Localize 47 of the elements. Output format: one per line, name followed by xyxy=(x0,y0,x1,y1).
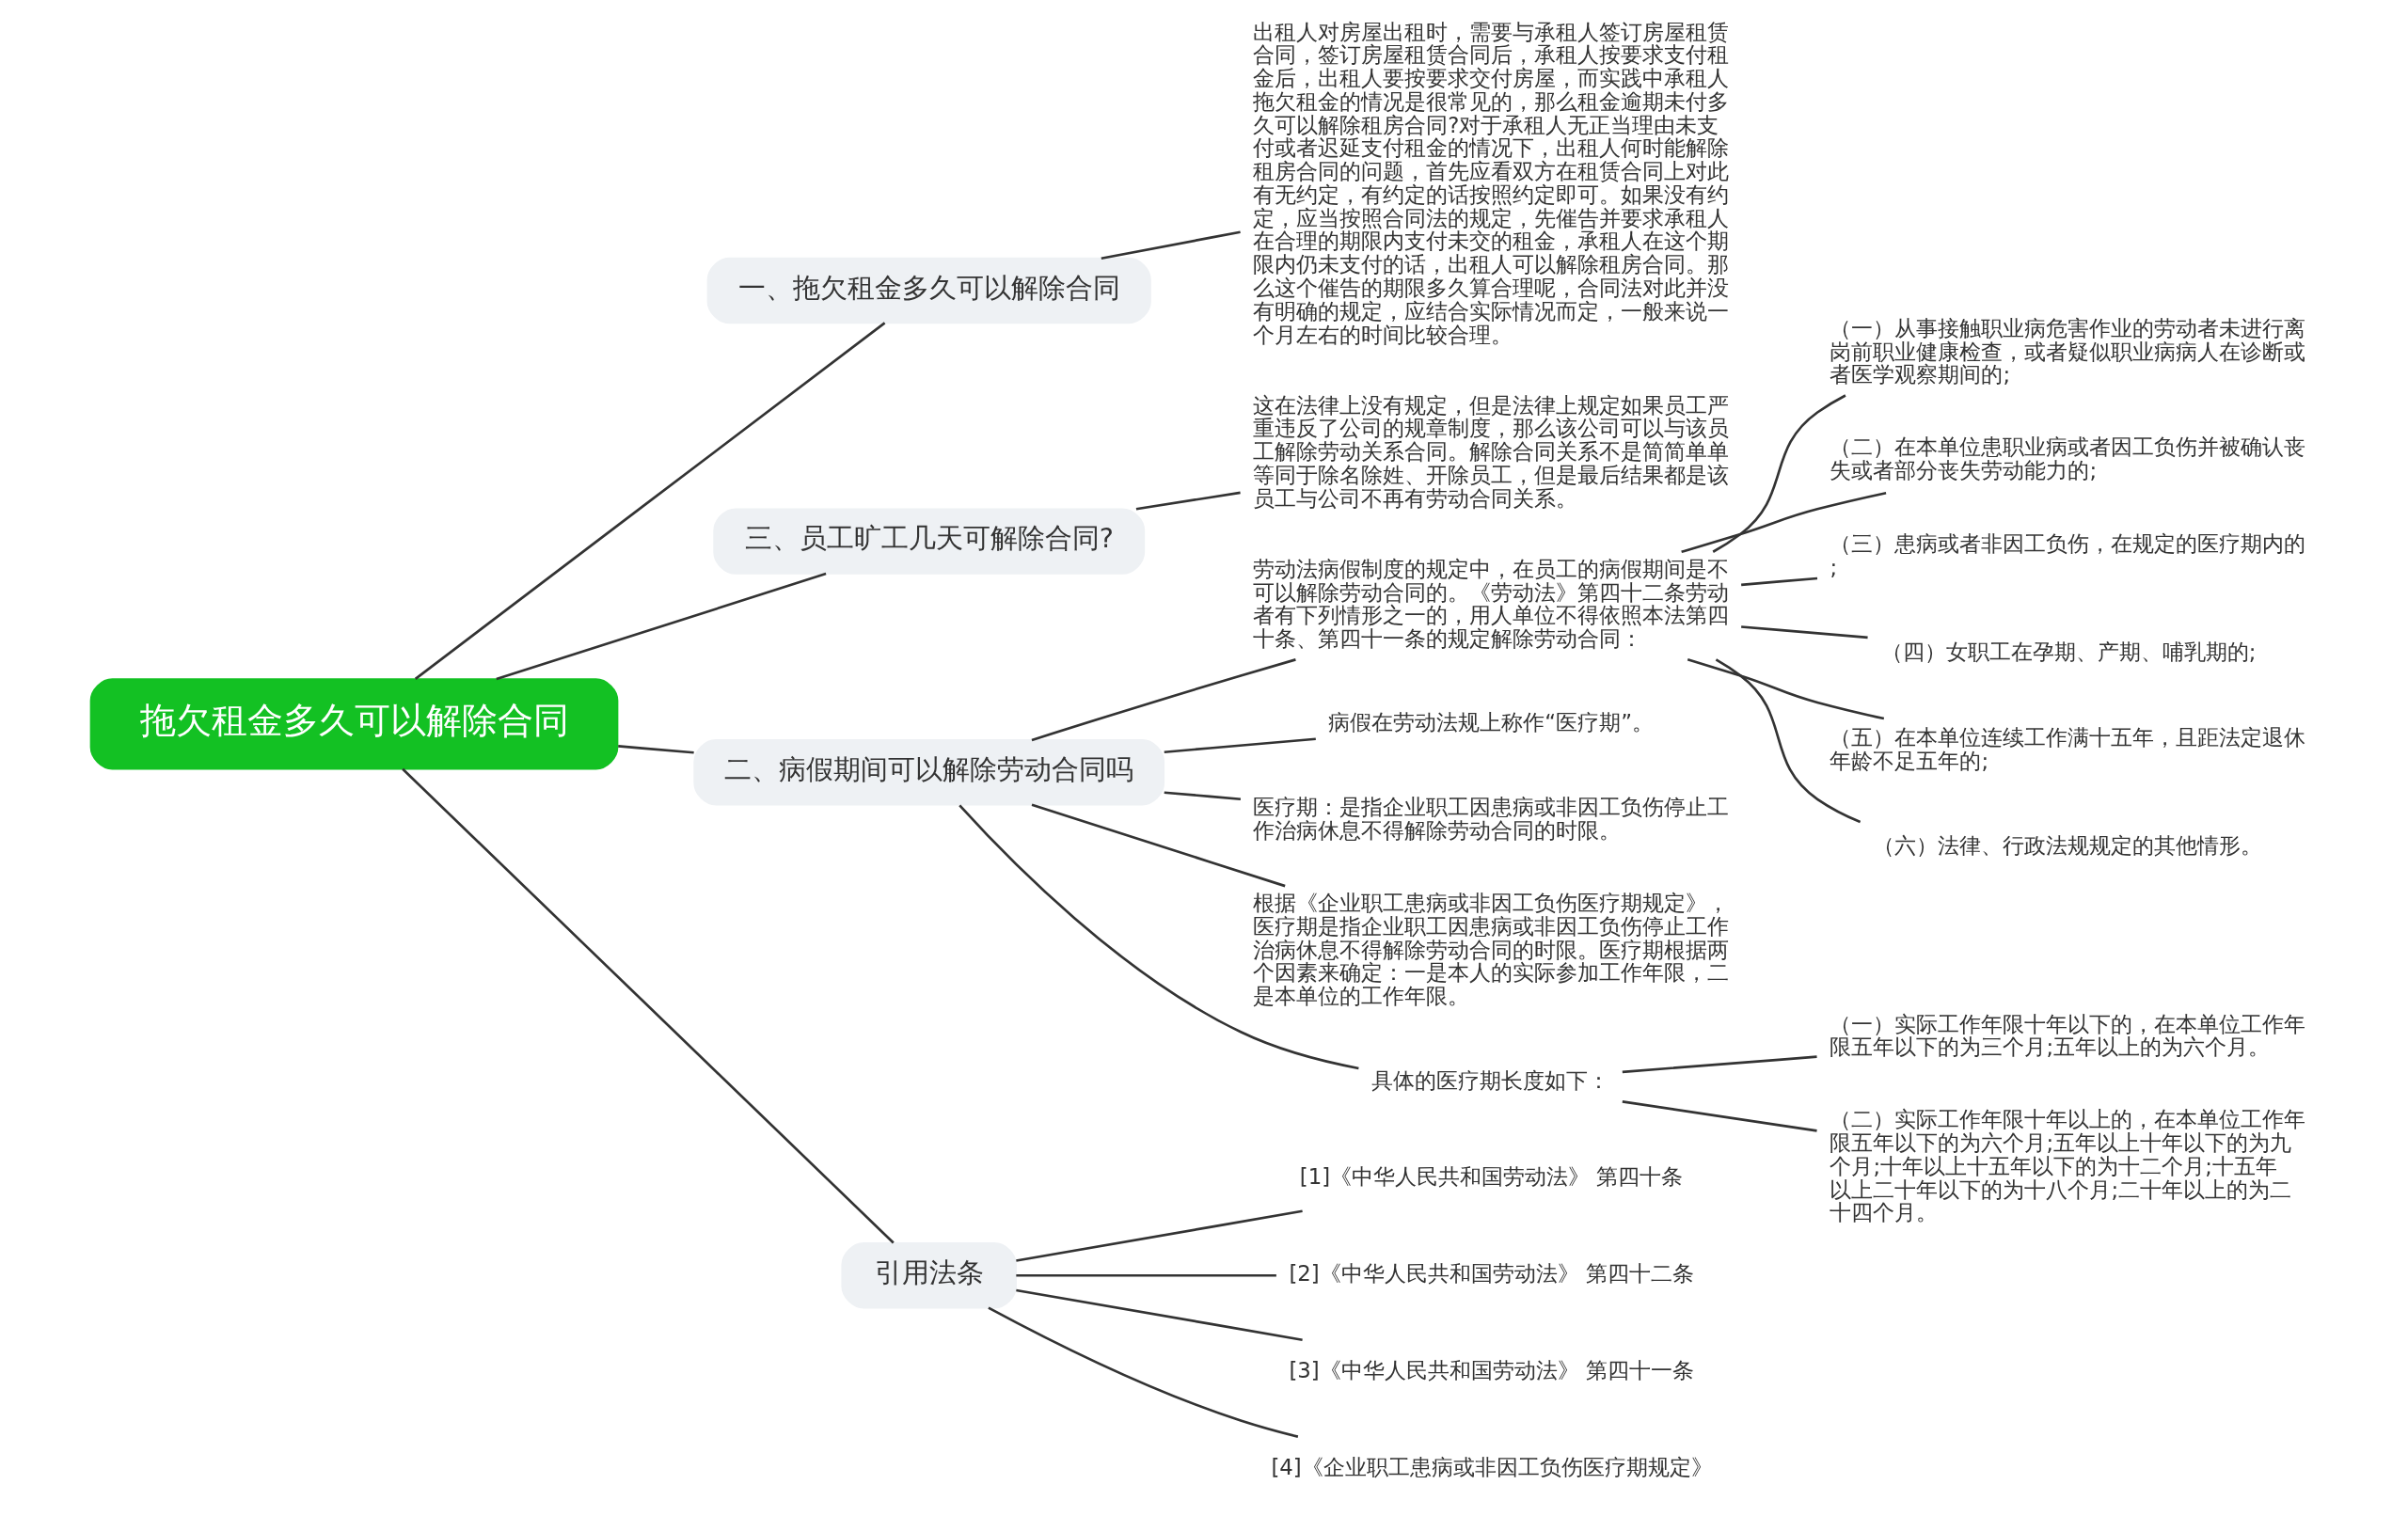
connector xyxy=(1031,658,1296,742)
node-box: 一、拖欠租金多久可以解除合同 xyxy=(706,257,1151,324)
node-text: 这在法律上没有规定，但是法律上规定如果员工严重违反了公司的规章制度，那么该公司可以与该员工解除劳动关系合同。解除合同关系不是简简单单等同于除名除姓、开除员工，但是最后结果都是该员工与公司不再有劳动合同关系。 xyxy=(1253,392,1730,511)
node-text: （四）女职工在孕期、产期、哺乳期的; xyxy=(1880,640,2257,665)
node-text: （一）实际工作年限十年以下的，在本单位工作年限五年以下的为三个月;五年以上的为六个月。 xyxy=(1830,1011,2306,1060)
node-text: 具体的医疗期长度如下： xyxy=(1371,1067,1610,1093)
node-text: （二）实际工作年限十年以上的，在本单位工作年限五年以下的为六个月;五年以上十年以下的为九个月;十年以上十五年以下的为十二个月;十五年以上二十年以下的为十八个月;二十年以上的为二十四个月。 xyxy=(1830,1107,2306,1225)
connector xyxy=(1016,1209,1303,1262)
connector xyxy=(958,804,1359,1070)
connector xyxy=(618,745,694,754)
connector xyxy=(1101,230,1241,261)
connector xyxy=(414,322,886,680)
node-text: （六）法律、行政法规规定的其他情形。 xyxy=(1873,833,2263,859)
connector xyxy=(402,767,895,1244)
node-text: （五）在本单位连续工作满十五年，且距法定退休年龄不足五年的; xyxy=(1830,724,2306,773)
connector xyxy=(1016,1288,1303,1342)
node-box: 三、员工旷工几天可解除合同? xyxy=(713,508,1146,575)
node-text: 劳动法病假制度的规定中，在员工的病假期间是不可以解除劳动合同的。《劳动法》第四十二条劳动者有下列情形之一的，用人单位不得依照本法第四十条、第四十一条的规定解除劳动合同： xyxy=(1253,556,1730,652)
node-text: [1]《中华人民共和国劳动法》 第四十条 xyxy=(1299,1164,1684,1190)
node-box: 二、病假期间可以解除劳动合同吗 xyxy=(693,739,1165,806)
connector xyxy=(496,572,827,681)
node-text: （二）在本单位患职业病或者因工负伤并被确认丧失或者部分丧失劳动能力的; xyxy=(1830,434,2306,483)
node-text: 医疗期：是指企业职工因患病或非因工负伤停止工作治病休息不得解除劳动合同的时限。 xyxy=(1253,795,1730,843)
node-box: 拖欠租金多久可以解除合同 xyxy=(89,678,619,770)
connector xyxy=(1622,1055,1817,1074)
connector xyxy=(1016,1273,1276,1277)
node-text: [2]《中华人民共和国劳动法》 第四十二条 xyxy=(1289,1261,1695,1287)
node-text: 根据《企业职工患病或非因工负伤医疗期规定》，医疗期是指企业职工因患病或非因工负伤停止工作治病休息不得解除劳动合同的时限。医疗期根据两个因素来确定：一是本人的实际参加工作年限，二是本单位的工作年限。 xyxy=(1253,891,1730,1009)
connector xyxy=(1135,491,1241,511)
connector xyxy=(1681,491,1887,554)
node-text: 出租人对房屋出租时，需要与承租人签订房屋租赁合同，签订房屋租赁合同后，承租人按要求支付租金后，出租人要按要求交付房屋，而实践中承租人拖欠租金的情况是很常见的，那么租金逾期未付多久可以解除租房合同?对于承租人无正当理由未支付或者迟延支付租金的情况下，出租人何时能解除租房合同的问题，首先应看双方在租赁合同上对此有无约定，有约定的话按照约定即可。如果没有约定，应当按照合同法的规定，先催告并要求承租人在合理的期限内支付未交的租金，承租人在这个期限内仍未支付的话，出租人可以解除租房合同。那么这个催告的期限多久算合理呢，合同法对此并没有明确的规定，应结合实际情况而定，一般来说一个月左右的时间比较合理。 xyxy=(1253,19,1730,347)
node-text: [4]《企业职工患病或非因工负伤医疗期规定》 xyxy=(1271,1454,1713,1479)
connector xyxy=(1164,791,1242,801)
connector xyxy=(1164,737,1316,754)
connector xyxy=(1715,658,1861,824)
connector xyxy=(1031,803,1286,888)
connector xyxy=(1622,1100,1817,1132)
connector xyxy=(1712,394,1846,553)
connector xyxy=(988,1306,1299,1438)
connector xyxy=(1741,576,1818,587)
node-text: （三）患病或者非因工负伤，在规定的医疗期内的; xyxy=(1830,531,2306,580)
connector xyxy=(1741,625,1868,640)
node-text: （一）从事接触职业病危害作业的劳动者未进行离岗前职业健康检查，或者疑似职业病病人在诊断或者医学观察期间的; xyxy=(1830,315,2306,387)
connector xyxy=(1687,658,1885,720)
node-box: 引用法条 xyxy=(841,1242,1017,1309)
node-text: 病假在劳动法规上称作“医疗期”。 xyxy=(1328,709,1654,734)
node-text: [3]《中华人民共和国劳动法》 第四十一条 xyxy=(1289,1358,1695,1382)
